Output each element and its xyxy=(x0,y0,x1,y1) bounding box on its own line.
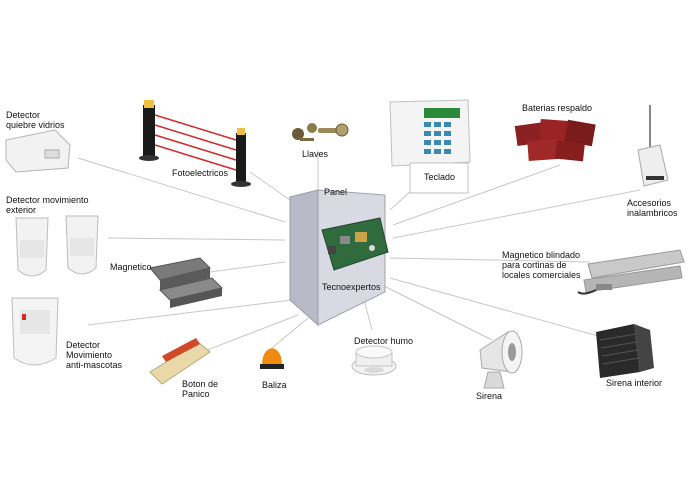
pet-immune-motion-detector-icon xyxy=(11,297,59,366)
outdoor-motion-detector-icon xyxy=(15,215,99,277)
label-llaves: Llaves xyxy=(302,149,329,159)
keypad-icon xyxy=(389,99,471,194)
control-panel xyxy=(289,189,389,327)
smoke-detector-icon xyxy=(351,345,397,376)
photoelectric-beam-icon xyxy=(139,100,251,187)
connector-lines xyxy=(77,150,641,353)
label-detector-anti-mascotas: Detector Movimiento anti-mascotas xyxy=(66,340,123,370)
magnetic-contact-icon xyxy=(149,257,223,308)
label-detector-quiebre-vidrios: Detector quiebre vidrios xyxy=(6,110,65,130)
armored-magnetic-contact-icon xyxy=(577,249,685,295)
label-accesorios-inalambricos: Accesorios inalambricos xyxy=(627,198,678,218)
keys-icon xyxy=(292,123,349,141)
label-magnetico: Magnetico xyxy=(110,262,152,272)
panic-button-icon xyxy=(149,338,211,385)
label-boton-de-panico: Boton de Panico xyxy=(182,379,219,399)
brand-label: Tecnoexpertos xyxy=(322,282,381,292)
circuit-board-icon xyxy=(321,217,389,271)
label-magnetico-blindado: Magnetico blindado para cortinas de loca… xyxy=(502,250,581,280)
label-detector-movimiento-exterior: Detector movimiento exterior xyxy=(6,195,89,215)
label-fotoelectricos: Fotoelectricos xyxy=(172,168,229,178)
glass-break-detector-icon xyxy=(5,129,71,173)
horn-siren-icon xyxy=(479,330,523,389)
wireless-accessory-icon xyxy=(637,105,669,187)
beacon-light-icon xyxy=(260,348,284,369)
indoor-siren-icon xyxy=(596,324,654,378)
label-teclado: Teclado xyxy=(424,172,456,182)
label-detector-humo: Detector humo xyxy=(354,336,414,346)
battery-icon xyxy=(514,118,596,162)
panel-label: Panel xyxy=(324,187,348,197)
label-baliza: Baliza xyxy=(262,380,287,390)
label-sirena-interior: Sirena interior xyxy=(606,378,663,388)
label-baterias-respaldo: Baterias respaldo xyxy=(522,103,593,113)
label-sirena: Sirena xyxy=(476,391,503,401)
